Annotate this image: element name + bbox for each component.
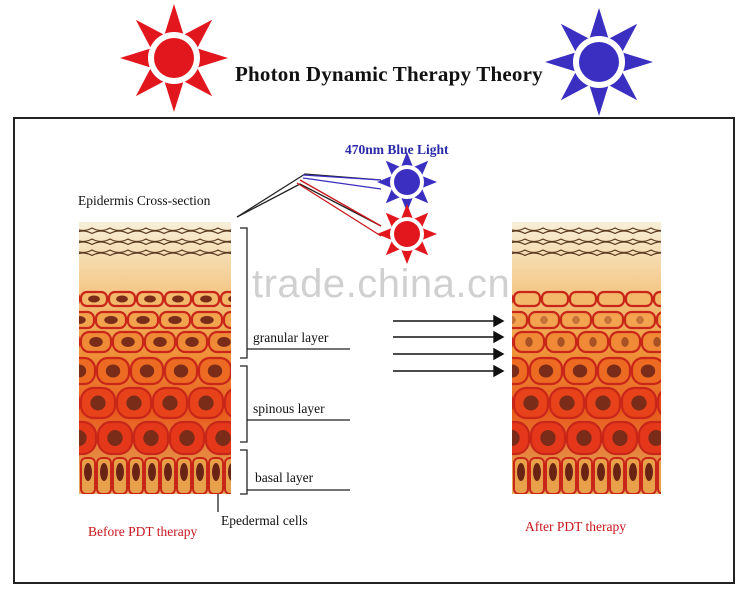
- blue-light-label: 470nm Blue Light: [345, 142, 449, 157]
- blue-sun-icon: [545, 8, 653, 116]
- page-title: Photon Dynamic Therapy Theory: [235, 62, 543, 86]
- cross-section-label: Epidermis Cross-section: [78, 193, 211, 208]
- red-sun-icon: [120, 4, 228, 112]
- watermark: trade.china.cn: [252, 262, 511, 306]
- granular-layer-label: granular layer: [253, 330, 329, 345]
- skin-section-after: [512, 222, 661, 494]
- skin-section-before: [79, 222, 231, 494]
- blue-light-sun-icon: [377, 152, 437, 212]
- layer-brackets: [217, 227, 350, 512]
- basal-layer-label: basal layer: [255, 470, 314, 485]
- epidermal-cells-label: Epedermal cells: [221, 513, 308, 528]
- transition-arrows: [393, 314, 505, 378]
- diagram-panel: [13, 117, 735, 584]
- light-beams: [236, 173, 382, 237]
- after-therapy-label: After PDT therapy: [525, 519, 626, 534]
- spinous-layer-label: spinous layer: [253, 401, 325, 416]
- red-light-sun-icon: [377, 204, 437, 264]
- before-therapy-label: Before PDT therapy: [88, 524, 198, 539]
